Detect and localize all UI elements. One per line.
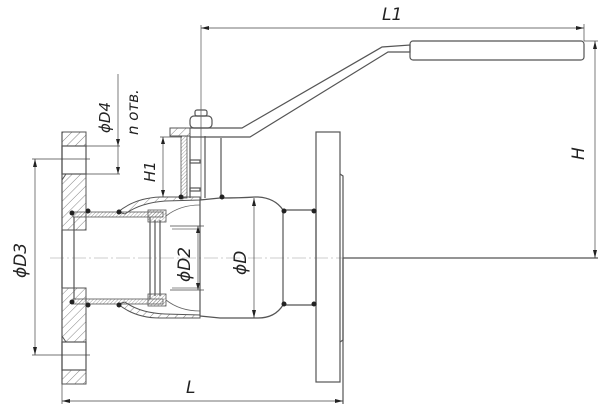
dim-D4: ϕD4 n отв.	[86, 74, 142, 175]
dim-L1: L1	[201, 5, 585, 41]
dim-H1: H1	[141, 136, 182, 197]
lever-handle	[190, 40, 585, 138]
label-D2: ϕD2	[175, 247, 195, 282]
weld-marks	[69, 194, 317, 308]
dim-L: L	[61, 378, 343, 404]
dim-D3: ϕD3	[11, 158, 90, 356]
label-L: L	[186, 378, 195, 398]
label-D3: ϕD3	[11, 243, 31, 278]
right-flange	[315, 131, 344, 404]
dim-D: ϕD	[231, 198, 256, 318]
label-L1: L1	[382, 5, 402, 25]
valve-body-left	[116, 196, 201, 319]
inner-pipe	[72, 209, 167, 307]
dim-H: H	[569, 40, 598, 258]
label-H1: H1	[141, 161, 159, 182]
left-flange	[61, 131, 87, 385]
label-D4: ϕD4	[96, 102, 114, 133]
valve-body-right	[199, 196, 317, 319]
stem-assembly	[169, 25, 222, 200]
label-D: ϕD	[231, 251, 251, 275]
label-H: H	[569, 147, 589, 160]
dim-D2: ϕD2	[170, 225, 204, 291]
label-holes: n отв.	[124, 89, 142, 135]
